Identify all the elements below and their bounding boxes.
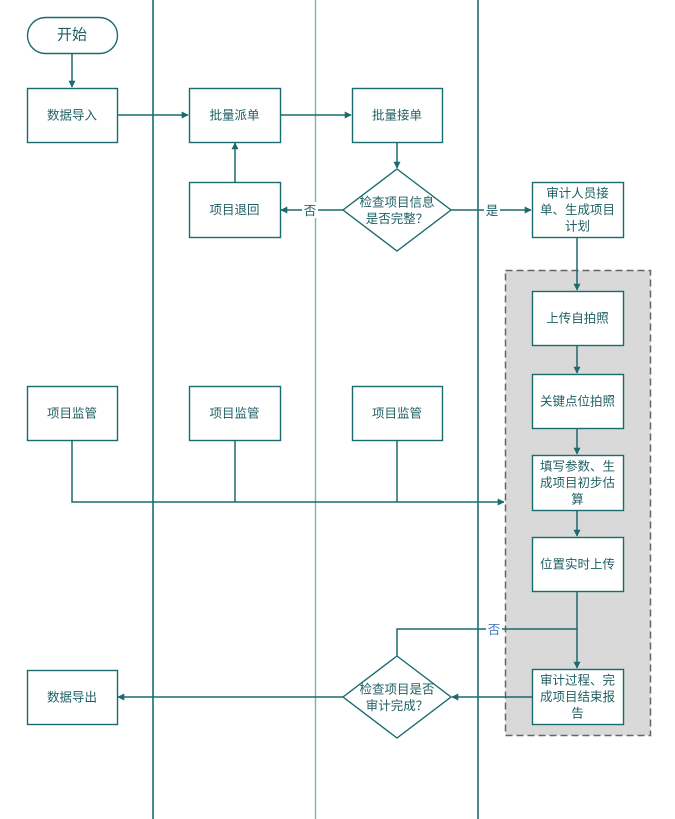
node-label: 审计过程、完 <box>540 673 615 688</box>
node-upload-selfie: 上传自拍照 <box>531 290 625 347</box>
node-label: 项目退回 <box>209 202 259 217</box>
process-shape <box>26 385 119 442</box>
process-shape <box>531 536 625 593</box>
edge-label-no-1: 否 <box>304 203 317 218</box>
node-supervise-1: 项目监管 <box>26 385 119 442</box>
process-shape <box>188 87 282 144</box>
node-label: 算 <box>571 492 584 507</box>
node-batch-accept: 批量接单 <box>351 87 444 144</box>
node-label: 数据导出 <box>47 690 97 705</box>
node-label: 计划 <box>565 219 590 234</box>
node-batch-dispatch: 批量派单 <box>188 87 282 144</box>
node-label: 项目监管 <box>209 406 259 421</box>
node-label: 上传自拍照 <box>546 311 609 326</box>
process-shape <box>531 181 625 239</box>
process-shape <box>26 87 119 144</box>
node-label: 批量派单 <box>209 108 259 123</box>
node-label: 审计完成？ <box>366 698 429 713</box>
node-start: 开始 <box>26 16 119 55</box>
node-label: 单、生成项目 <box>540 202 615 217</box>
edge-label-no-2: 否 <box>488 622 501 637</box>
node-location-upload: 位置实时上传 <box>531 536 625 593</box>
edges <box>68 53 581 701</box>
node-label: 项目监管 <box>47 406 97 421</box>
decision-shape <box>341 168 453 252</box>
process-shape <box>531 290 625 347</box>
process-shape <box>531 668 625 726</box>
node-label: 开始 <box>57 26 87 44</box>
process-shape <box>531 454 625 512</box>
node-supervise-3: 项目监管 <box>351 385 444 442</box>
node-keypoint-photo: 关键点位拍照 <box>531 373 625 430</box>
node-label: 关键点位拍照 <box>540 394 615 409</box>
node-label: 数据导入 <box>47 108 98 123</box>
node-label: 成项目初步估 <box>540 475 615 490</box>
node-project-return: 项目退回 <box>188 181 282 239</box>
process-shape <box>351 385 444 442</box>
node-data-export: 数据导出 <box>26 669 119 726</box>
process-shape <box>351 87 444 144</box>
process-shape <box>188 181 282 239</box>
edge-supervise-group <box>71 440 505 506</box>
node-label: 填写参数、生 <box>540 459 615 474</box>
process-shape <box>531 373 625 430</box>
process-shape <box>188 385 282 442</box>
node-label: 项目监管 <box>372 406 422 421</box>
process-shape <box>26 669 119 726</box>
node-label: 检查项目是否 <box>359 681 434 696</box>
node-label: 是否完整？ <box>366 211 429 226</box>
node-label: 批量接单 <box>372 108 422 123</box>
edge-label-yes-1: 是 <box>486 203 499 218</box>
node-label: 位置实时上传 <box>540 557 615 572</box>
node-label: 审计人员接 <box>546 186 609 201</box>
node-label: 检查项目信息 <box>359 194 434 209</box>
node-label: 告 <box>571 706 584 721</box>
decision-shape <box>341 655 453 739</box>
edge-checkdone-loop <box>396 628 577 657</box>
node-label: 成项目结束报 <box>540 689 616 704</box>
node-supervise-2: 项目监管 <box>188 385 282 442</box>
terminal-shape <box>26 16 119 55</box>
node-data-import: 数据导入 <box>26 87 119 144</box>
